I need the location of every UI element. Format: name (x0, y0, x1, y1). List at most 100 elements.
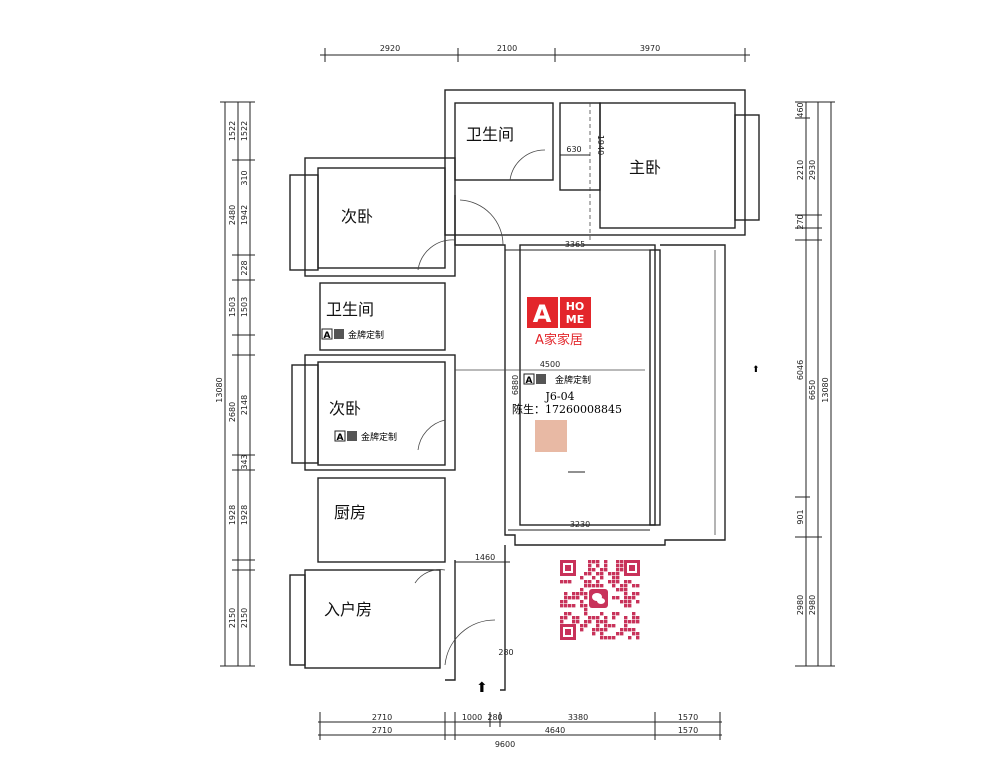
qr-module (624, 580, 628, 584)
qr-module (560, 616, 564, 620)
qr-module (600, 620, 604, 624)
svg-text:2980: 2980 (796, 595, 805, 615)
svg-text:2680: 2680 (228, 402, 237, 422)
qr-module (592, 576, 596, 580)
qr-module (580, 588, 584, 592)
svg-text:310: 310 (240, 170, 249, 185)
svg-text:2480: 2480 (228, 205, 237, 225)
qr-module (632, 616, 636, 620)
svg-text:2150: 2150 (228, 608, 237, 628)
qr-module (600, 568, 604, 572)
qr-module (632, 596, 636, 600)
svg-text:9600: 9600 (495, 740, 515, 749)
qr-module (600, 632, 604, 636)
qr-module (568, 580, 572, 584)
svg-text:陈生：17260008845: 陈生：17260008845 (512, 402, 622, 416)
qr-module (624, 628, 628, 632)
qr-module (604, 564, 608, 568)
svg-text:3365: 3365 (565, 240, 585, 249)
qr-module (600, 612, 604, 616)
wechat-qr-code[interactable] (558, 558, 643, 643)
svg-text:2710: 2710 (372, 726, 392, 735)
qr-module (624, 620, 628, 624)
qr-module (628, 600, 632, 604)
qr-module (596, 560, 600, 564)
qr-module (608, 624, 612, 628)
qr-module (580, 592, 584, 596)
qr-module (604, 560, 608, 564)
svg-text:1460: 1460 (475, 553, 495, 562)
qr-module (572, 592, 576, 596)
qr-module (584, 584, 588, 588)
qr-module (592, 628, 596, 632)
qr-module (604, 636, 608, 640)
room-master (599, 102, 736, 229)
qr-module (564, 604, 568, 608)
qr-module (572, 620, 576, 624)
svg-text:1503: 1503 (228, 297, 237, 317)
qr-module (636, 620, 640, 624)
qr-module (604, 624, 608, 628)
qr-module (596, 564, 600, 568)
qr-module (584, 572, 588, 576)
qr-module (572, 604, 576, 608)
label-kitchen: 厨房 (334, 503, 366, 522)
svg-text:1000: 1000 (462, 713, 482, 722)
svg-text:1942: 1942 (240, 205, 249, 225)
qr-module (612, 576, 616, 580)
svg-text:A: A (324, 331, 331, 341)
qr-module (632, 592, 636, 596)
qr-module (584, 624, 588, 628)
living-room (519, 244, 656, 526)
qr-module (584, 580, 588, 584)
qr-module (612, 584, 616, 588)
tag-second-bedroom: A 金牌定制 (334, 430, 397, 443)
qr-module (596, 620, 600, 624)
qr-module (584, 592, 588, 596)
qr-module (588, 620, 592, 624)
qr-module (604, 628, 608, 632)
room-second-top (317, 167, 446, 269)
qr-module (616, 580, 620, 584)
svg-text:3380: 3380 (568, 713, 588, 722)
qr-module (612, 596, 616, 600)
room-entry (304, 569, 441, 669)
qr-module (632, 632, 636, 636)
qr-module (604, 620, 608, 624)
bay-window-mid (291, 364, 319, 464)
svg-text:460: 460 (796, 102, 805, 117)
bay-window-top (289, 174, 319, 271)
qr-module (604, 568, 608, 572)
svg-text:J6-04: J6-04 (544, 390, 574, 403)
qr-module (612, 572, 616, 576)
qr-module (608, 636, 612, 640)
qr-module (564, 600, 568, 604)
qr-module (616, 596, 620, 600)
qr-module (576, 620, 580, 624)
qr-module (564, 612, 568, 616)
qr-module (580, 600, 584, 604)
qr-module (624, 588, 628, 592)
qr-module (624, 596, 628, 600)
qr-module (580, 604, 584, 608)
qr-module (632, 628, 636, 632)
qr-module (616, 632, 620, 636)
qr-module (600, 636, 604, 640)
qr-module (632, 612, 636, 616)
qr-module (632, 620, 636, 624)
qr-module (620, 600, 624, 604)
qr-module (636, 616, 640, 620)
svg-text:金牌定制: 金牌定制 (361, 431, 397, 443)
qr-module (592, 568, 596, 572)
qr-module (560, 580, 564, 584)
qr-module (588, 572, 592, 576)
qr-module (588, 564, 592, 568)
qr-module (592, 632, 596, 636)
qr-module (612, 612, 616, 616)
qr-module (636, 600, 640, 604)
qr-module (568, 596, 572, 600)
qr-module (616, 612, 620, 616)
qr-module (604, 616, 608, 620)
svg-text:13080: 13080 (821, 377, 830, 402)
